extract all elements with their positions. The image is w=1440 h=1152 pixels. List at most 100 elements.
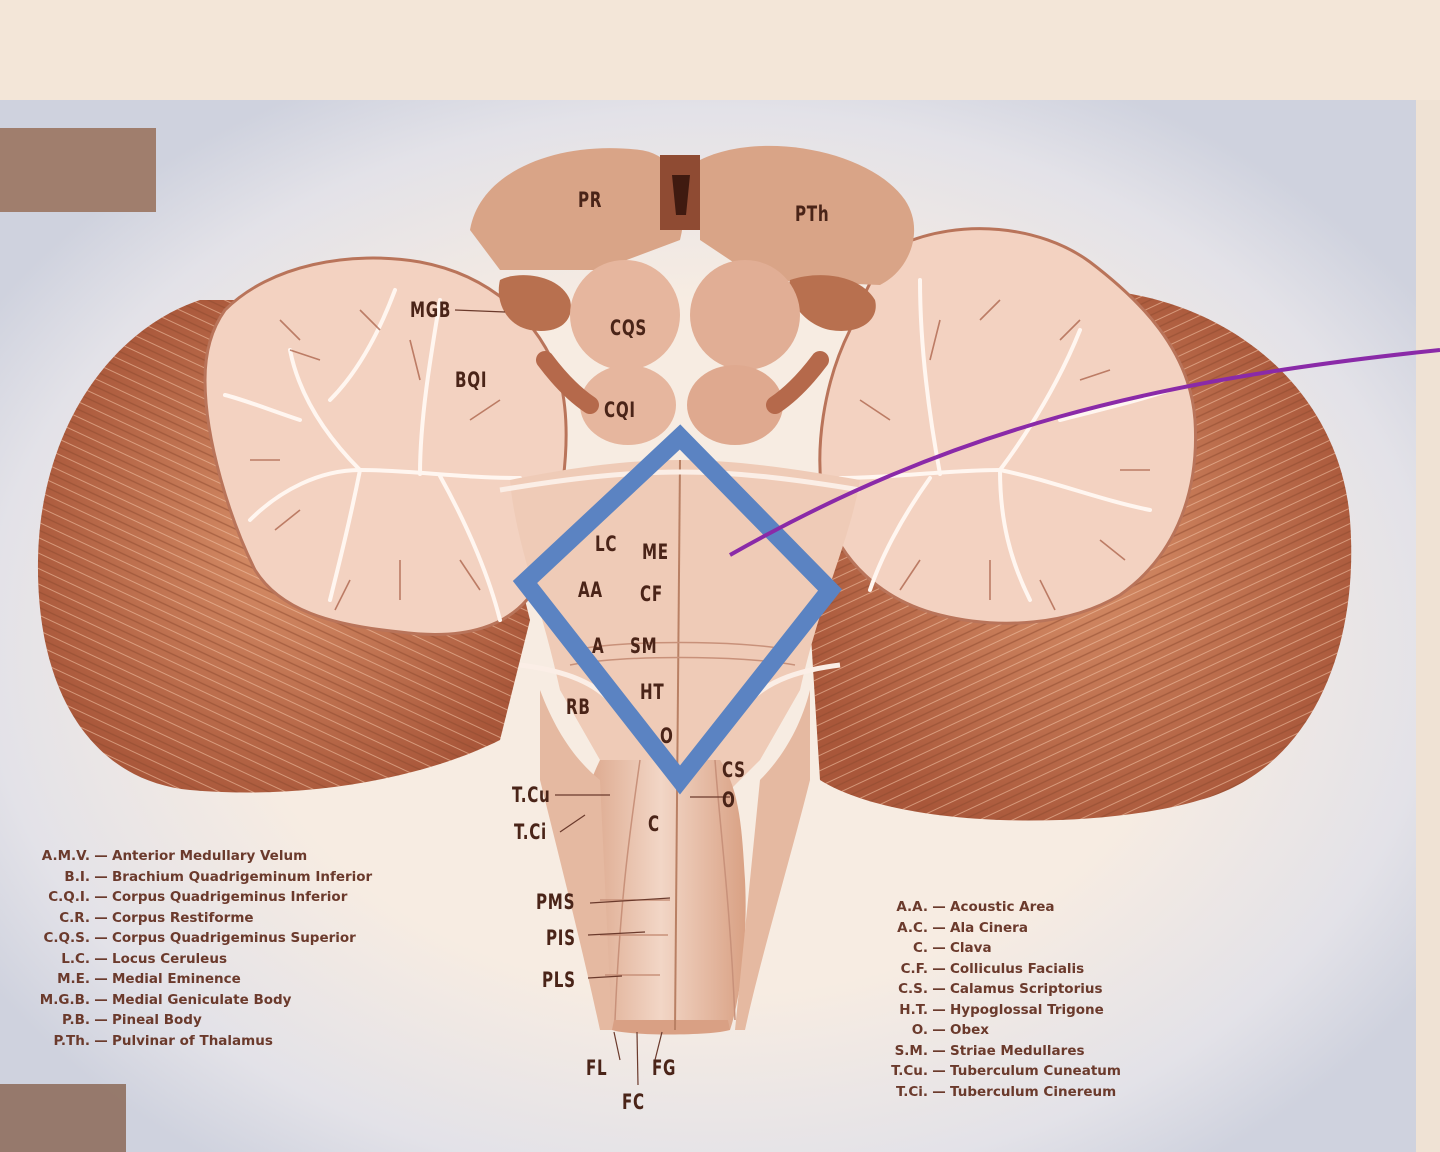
- label-calamus-scriptorius: CS: [722, 758, 746, 782]
- thalamus: [470, 145, 915, 285]
- legend-term: Pulvinar of Thalamus: [112, 1032, 273, 1049]
- legend-abbreviation: P.Th.: [53, 1032, 91, 1049]
- legend-abbreviation: M.E.: [57, 971, 90, 987]
- right-cerebellar-hemisphere: [810, 227, 1352, 821]
- label-striae-medullares: SM: [630, 634, 658, 658]
- legend-dash: —: [932, 899, 946, 915]
- legend-abbreviation: A.C.: [897, 919, 928, 936]
- legend-abbreviation: C.F.: [900, 960, 928, 977]
- legend-term: Pineal Body: [112, 1012, 202, 1028]
- label-fasciculus-gracilis: FG: [652, 1056, 677, 1080]
- label-a: A: [592, 634, 605, 658]
- label-acoustic-area: AA: [578, 578, 603, 602]
- legend-row: H.T.—Hypoglossal Trigone: [878, 1000, 1121, 1021]
- label-pis: PIS: [546, 926, 576, 950]
- legend-abbreviation: P.B.: [62, 1012, 90, 1028]
- legend-abbreviation: T.Ci.: [896, 1083, 928, 1100]
- legend-abbreviation: A.M.V.: [41, 848, 90, 864]
- legend-dash: —: [94, 868, 108, 885]
- legend-abbreviation: M.G.B.: [39, 991, 90, 1008]
- tape-bottom-left: [0, 1084, 126, 1152]
- legend-term: Ala Cinera: [950, 919, 1028, 936]
- colliculi: [498, 260, 876, 445]
- legend-row: B.I.—Brachium Quadrigeminum Inferior: [2, 867, 372, 888]
- legend-dash: —: [94, 848, 108, 864]
- legend-dash: —: [94, 889, 108, 905]
- legend-abbreviation: H.T.: [899, 1001, 928, 1018]
- highlight-diamond: [512, 424, 842, 795]
- left-cerebellar-hemisphere: [37, 256, 568, 793]
- label-hypoglossal-trigone: HT: [640, 680, 665, 704]
- label-corpus-quadrigeminus-superior: CQS: [610, 316, 648, 340]
- legend-term: Obex: [950, 1022, 990, 1038]
- legend-row: C.R.—Corpus Restiforme: [2, 908, 372, 929]
- legend-dash: —: [932, 1083, 946, 1100]
- legend-abbreviation: C.S.: [898, 981, 928, 997]
- label-medial-eminence: ME: [642, 540, 669, 564]
- legend-term: Brachium Quadrigeminum Inferior: [112, 868, 373, 885]
- legend-abbreviation: C.R.: [59, 909, 90, 926]
- legend-abbreviation: S.M.: [894, 1042, 928, 1059]
- legend-dash: —: [94, 930, 108, 946]
- legend-term: Medial Eminence: [112, 971, 241, 987]
- legend-abbreviation: A.A.: [896, 899, 928, 915]
- legend-row: P.Th.—Pulvinar of Thalamus: [2, 1031, 372, 1052]
- legend-dash: —: [94, 950, 108, 967]
- label-pineal-recess: PR: [578, 188, 603, 212]
- label-brachium-inferior: BQI: [455, 368, 488, 392]
- legend-dash: —: [932, 1022, 946, 1038]
- legend-term: Striae Medullares: [950, 1042, 1085, 1059]
- legend-term: Corpus Quadrigeminus Superior: [112, 930, 356, 946]
- leader-lines: [454, 309, 730, 1086]
- legend-dash: —: [932, 960, 946, 977]
- legend-abbreviation: L.C.: [61, 950, 90, 967]
- legend-abbreviation: C.: [912, 940, 928, 956]
- legend-row: P.B.—Pineal Body: [2, 1010, 372, 1031]
- label-corpus-restiforme: RB: [566, 695, 591, 719]
- legend-dash: —: [94, 1032, 108, 1049]
- label-tuberculum-cinereum: T.Ci: [514, 820, 547, 844]
- legend-dash: —: [94, 971, 108, 987]
- label-colliculus-facialis: CF: [640, 582, 663, 606]
- legend-term: Corpus Quadrigeminus Inferior: [112, 889, 348, 905]
- label-corpus-quadrigeminus-inferior: CQI: [604, 398, 636, 422]
- label-clava: C: [648, 812, 660, 836]
- label-locus-ceruleus: LC: [595, 532, 618, 556]
- legend-term: Anterior Medullary Velum: [112, 848, 308, 864]
- legend-row: O.—Obex: [878, 1020, 1121, 1041]
- legend-row: M.G.B.—Medial Geniculate Body: [2, 990, 372, 1011]
- legend-row: A.C.—Ala Cinera: [878, 918, 1121, 939]
- legend-row: T.Ci.—Tuberculum Cinereum: [878, 1082, 1121, 1103]
- label-fasciculus-lateralis: FL: [586, 1056, 608, 1080]
- label-medial-geniculate-body: MGB: [410, 298, 452, 322]
- label-pms: PMS: [536, 890, 576, 914]
- legend-abbreviation: C.Q.S.: [43, 930, 91, 946]
- legend-dash: —: [932, 940, 946, 956]
- pointer-line: [729, 348, 1440, 557]
- legend-abbreviation: T.Cu.: [891, 1063, 928, 1079]
- legend-dash: —: [932, 1001, 946, 1018]
- label-pls: PLS: [542, 968, 576, 992]
- legend-dash: —: [932, 919, 946, 936]
- legend-row: T.Cu.—Tuberculum Cuneatum: [878, 1061, 1121, 1082]
- brainstem: [499, 459, 861, 1035]
- label-obex-lower: O: [722, 788, 736, 812]
- legend-row: L.C.—Locus Ceruleus: [2, 949, 372, 970]
- legend-dash: —: [94, 909, 108, 926]
- legend-dash: —: [932, 1063, 946, 1079]
- label-obex-upper: O: [660, 724, 674, 748]
- legend-term: Tuberculum Cinereum: [950, 1083, 1117, 1100]
- label-tuberculum-cuneatum: T.Cu: [512, 783, 551, 807]
- label-pulvinar-thalamus: PTh: [795, 202, 830, 226]
- legend-abbreviation: O.: [911, 1022, 928, 1038]
- legend-term: Hypoglossal Trigone: [950, 1001, 1104, 1018]
- legend-term: Locus Ceruleus: [112, 950, 227, 967]
- legend-term: Colliculus Facialis: [950, 960, 1085, 977]
- legend-dash: —: [932, 981, 946, 997]
- legend-row: C.—Clava: [878, 938, 1121, 959]
- legend-row: M.E.—Medial Eminence: [2, 969, 372, 990]
- legend-term: Tuberculum Cuneatum: [950, 1063, 1121, 1079]
